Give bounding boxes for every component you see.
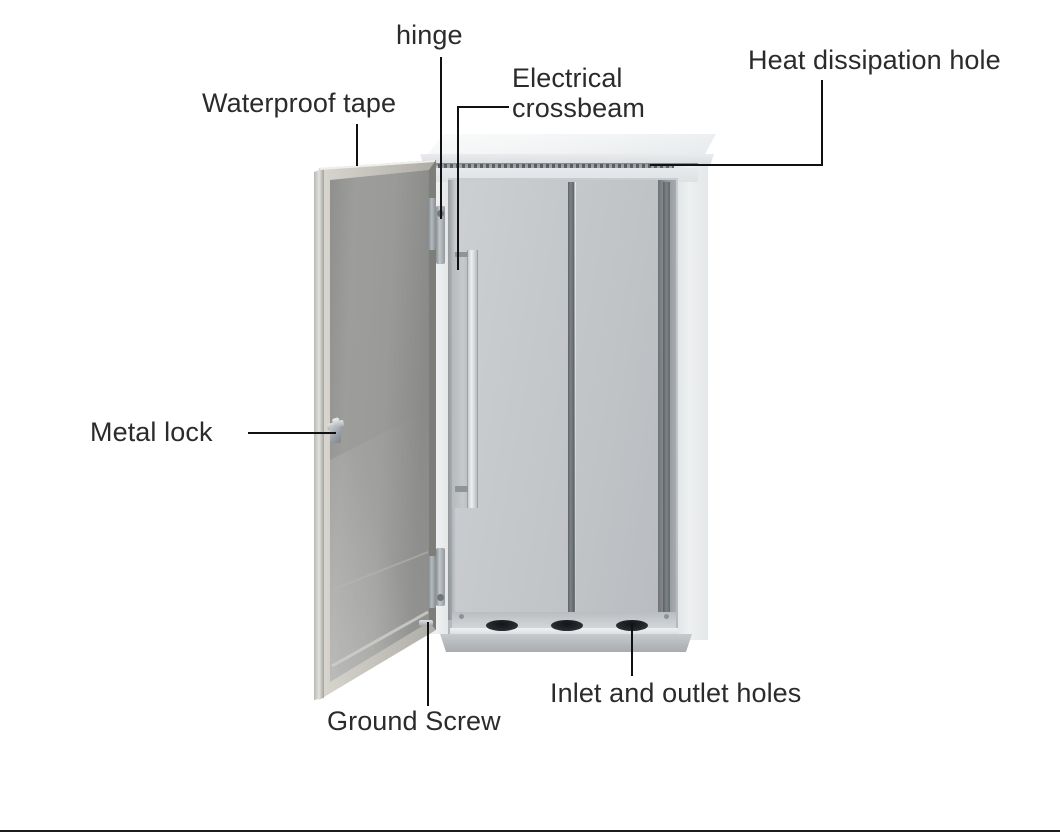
leader-line-electrical-crossbeam-horizontal [457, 106, 509, 108]
label-metal-lock: Metal lock [90, 417, 213, 447]
door-sheen [330, 410, 429, 682]
door-inner-crease [331, 551, 429, 591]
leader-line-waterproof-tape [356, 124, 358, 166]
ground-screw [419, 620, 433, 626]
footer-divider [0, 830, 1060, 832]
label-electrical-crossbeam: Electrical crossbeam [512, 63, 672, 123]
center-rail-highlight [574, 182, 576, 622]
heat-dissipation-vent-strip [438, 164, 696, 169]
label-waterproof-tape: Waterproof tape [202, 88, 397, 118]
door-hinge-edge [429, 160, 436, 630]
leader-line-inlet-outlet-holes [631, 624, 633, 676]
door-hinge-lower [436, 548, 445, 606]
label-hinge: hinge [396, 20, 463, 50]
label-heat-dissipation-hole: Heat dissipation hole [748, 45, 1001, 75]
label-inlet-and-outlet-holes: Inlet and outlet holes [550, 678, 802, 708]
cabinet-frame-right-post [674, 166, 708, 640]
leader-line-ground-screw [427, 622, 429, 706]
rain-hood-top-plane [426, 134, 716, 156]
electrical-crossbeam-bar [467, 250, 478, 508]
floor-fixing-screw [664, 614, 669, 619]
interior-back-panel [452, 180, 658, 620]
electrical-crossbeam-bottom-clip [455, 486, 468, 492]
door-top-highlight [319, 160, 436, 170]
cabinet-base-plinth [440, 634, 692, 652]
leader-line-heat-dissipation-horizontal [650, 164, 823, 166]
inlet-outlet-hole [486, 620, 518, 631]
label-electrical-crossbeam-line1: Electrical [512, 63, 623, 93]
door-hinge-upper [436, 206, 445, 264]
inlet-outlet-hole [551, 620, 583, 631]
open-door-panel [314, 160, 436, 700]
leader-line-hinge [440, 57, 442, 219]
hinge-pin-lower [437, 594, 444, 601]
electrical-crossbeam-top-clip [455, 252, 468, 257]
door-edge-hinge-upper [428, 198, 436, 250]
label-electrical-crossbeam-line2: crossbeam [512, 93, 645, 124]
leader-line-heat-dissipation-vertical [821, 80, 823, 165]
cabinet-floor-front-lip [450, 628, 678, 635]
interior-right-side-rail [663, 182, 670, 618]
door-inner-crease-lower [331, 610, 429, 668]
door-left-edge [314, 168, 324, 700]
leader-line-metal-lock [248, 432, 336, 434]
label-ground-screw: Ground Screw [327, 706, 501, 736]
door-edge-hinge-lower [428, 556, 436, 608]
center-crossbeam-rail [568, 182, 575, 622]
leader-line-electrical-crossbeam-vertical [457, 106, 459, 270]
metal-lock-body [330, 427, 341, 443]
floor-fixing-screw [459, 614, 464, 619]
